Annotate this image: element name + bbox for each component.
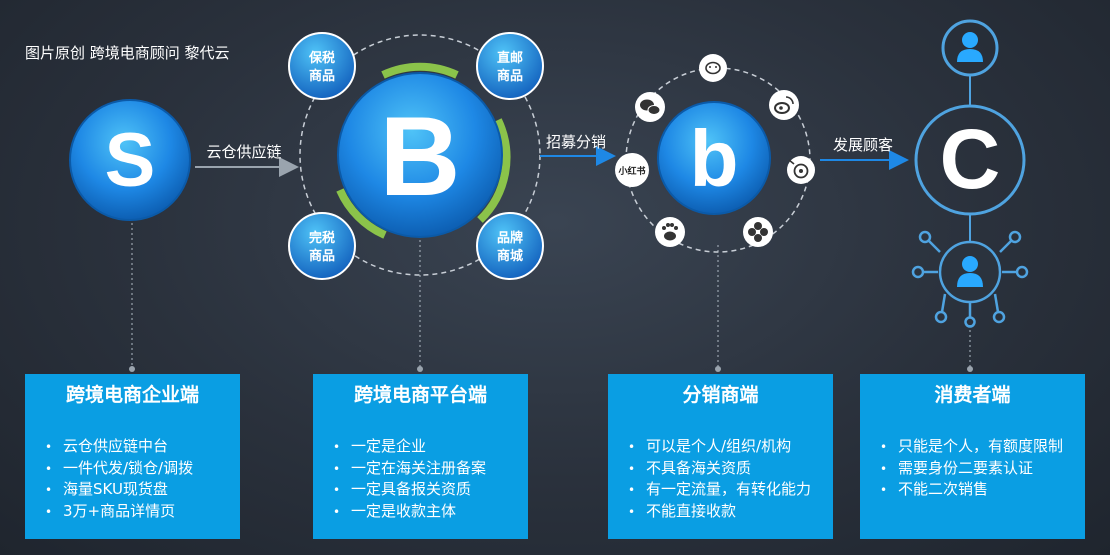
card-distributor-title: 分销商端 (682, 384, 759, 406)
headphone-icon (787, 156, 815, 184)
paw-icon (655, 217, 685, 247)
b-green-arc-right (477, 118, 511, 223)
card-enterprise-list: 云仓供应链中台 一件代发/锁仓/调拨 海量SKU现货盘 3万+商品详情页 (25, 436, 240, 522)
list-item: 3万+商品详情页 (45, 501, 240, 523)
satellite-brand-mall-line1: 品牌 (497, 230, 523, 246)
list-item: 一定具备报关资质 (333, 479, 528, 501)
node-b-small-letter: b (690, 114, 739, 203)
list-item: 可以是个人/组织/机构 (628, 436, 833, 458)
card-consumer: 消费者端 只能是个人，有额度限制 需要身份二要素认证 不能二次销售 (860, 374, 1085, 539)
list-item: 一定是企业 (333, 436, 528, 458)
top-user-node (941, 19, 999, 77)
node-b: B (336, 62, 511, 239)
xiaohongshu-label: 小红书 (617, 165, 645, 177)
list-item: 不具备海关资质 (628, 458, 833, 480)
edge-s-to-b-label: 云仓供应链 (206, 143, 281, 161)
card-consumer-title: 消费者端 (934, 384, 1011, 406)
connector-dot (967, 366, 973, 372)
satellite-direct-mail-line1: 直邮 (497, 50, 523, 66)
connector-dot (715, 366, 721, 372)
author-caption: 图片原创 跨境电商顾问 黎代云 (25, 44, 230, 62)
chat-bubble-icon (699, 54, 727, 82)
node-c: C (914, 104, 1026, 216)
satellite-duty-paid-line1: 完税 (309, 230, 335, 246)
network-user-head (962, 256, 978, 272)
card-platform-list: 一定是企业 一定在海关注册备案 一定具备报关资质 一定是收款主体 (313, 436, 528, 522)
card-enterprise-title: 跨境电商企业端 (65, 384, 199, 406)
edge-b-small-to-c-label: 发展顾客 (833, 136, 893, 154)
list-item: 有一定流量，有转化能力 (628, 479, 833, 501)
vertical-connectors (131, 218, 971, 368)
satellite-direct-mail-line2: 商品 (497, 68, 523, 84)
list-item: 海量SKU现货盘 (45, 479, 240, 501)
card-platform: 跨境电商平台端 一定是企业 一定在海关注册备案 一定具备报关资质 一定是收款主体 (313, 374, 528, 539)
card-distributor: 分销商端 可以是个人/组织/机构 不具备海关资质 有一定流量，有转化能力 不能直… (608, 374, 833, 539)
card-distributor-list: 可以是个人/组织/机构 不具备海关资质 有一定流量，有转化能力 不能直接收款 (608, 436, 833, 522)
node-s-letter: S (105, 118, 156, 203)
satellite-brand-mall-line2: 商城 (497, 248, 523, 264)
card-enterprise: 跨境电商企业端 云仓供应链中台 一件代发/锁仓/调拨 海量SKU现货盘 3万+商… (25, 374, 240, 539)
node-s: S (69, 99, 191, 221)
node-c-group: C (911, 19, 1029, 328)
satellite-duty-paid-line2: 商品 (309, 248, 335, 264)
clover-icon (743, 217, 773, 247)
card-platform-title: 跨境电商平台端 (353, 384, 487, 406)
satellite-bonded: 保税 商品 (288, 32, 356, 100)
satellite-brand-mall: 品牌 商城 (476, 212, 544, 280)
edge-s-to-b: 云仓供应链 (195, 143, 299, 177)
xiaohongshu-icon: 小红书 (615, 153, 649, 187)
edge-b-to-b-small-label: 招募分销 (546, 133, 606, 151)
connector-dot (129, 366, 135, 372)
weibo-icon (769, 90, 799, 120)
list-item: 一定是收款主体 (333, 501, 528, 523)
list-item: 只能是个人，有额度限制 (880, 436, 1085, 458)
b-green-arc-left (336, 188, 387, 239)
connector-dot (417, 366, 423, 372)
satellite-bonded-line1: 保税 (308, 50, 335, 66)
list-item: 一件代发/锁仓/调拨 (45, 458, 240, 480)
network-user-body (957, 273, 983, 287)
satellite-bonded-line2: 商品 (309, 68, 335, 84)
edge-b-small-to-c: 发展顾客 (820, 136, 909, 170)
channel-icons: 小红书 (615, 54, 815, 247)
edge-b-to-b-small: 招募分销 (540, 133, 616, 166)
wechat-icon (635, 92, 665, 122)
card-consumer-list: 只能是个人，有额度限制 需要身份二要素认证 不能二次销售 (860, 436, 1085, 501)
b-green-arc-top (381, 62, 459, 79)
satellite-duty-paid: 完税 商品 (288, 212, 356, 280)
node-b-small: b (657, 101, 771, 215)
list-item: 不能二次销售 (880, 479, 1085, 501)
node-b-letter: B (380, 94, 461, 219)
list-item: 不能直接收款 (628, 501, 833, 523)
node-c-letter: C (940, 112, 1001, 206)
list-item: 云仓供应链中台 (45, 436, 240, 458)
list-item: 需要身份二要素认证 (880, 458, 1085, 480)
network-user-node (911, 230, 1029, 328)
list-item: 一定在海关注册备案 (333, 458, 528, 480)
satellite-direct-mail: 直邮 商品 (476, 32, 544, 100)
